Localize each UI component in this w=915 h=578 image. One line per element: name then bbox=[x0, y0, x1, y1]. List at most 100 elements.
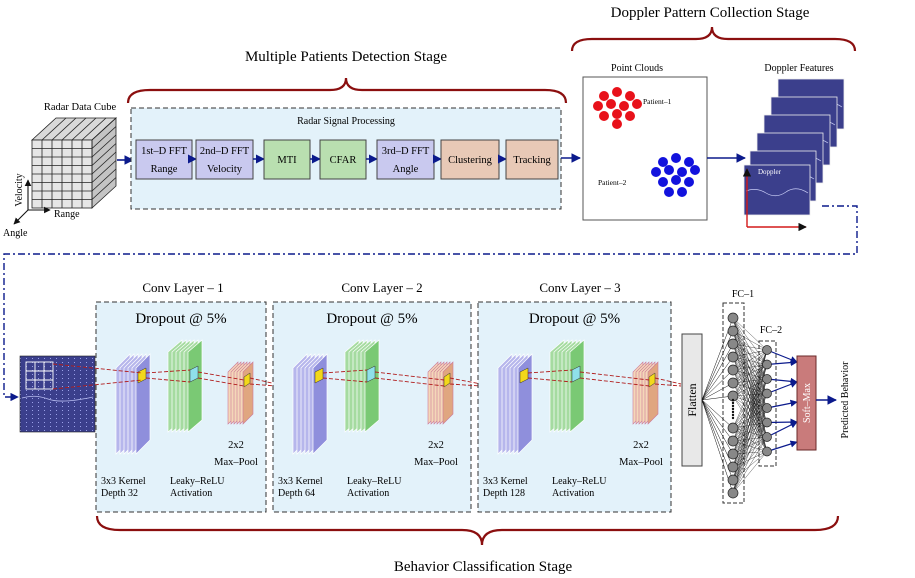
doppler-feature-map bbox=[743, 164, 811, 216]
patient-2-point bbox=[671, 153, 681, 163]
fc2-neuron bbox=[762, 359, 772, 370]
rsp-block-line2: Range bbox=[151, 164, 178, 175]
fc1-neuron bbox=[727, 448, 739, 460]
fc1-neuron bbox=[727, 312, 739, 324]
fc1-neuron bbox=[727, 338, 739, 350]
detection-stage-brace bbox=[126, 77, 568, 104]
patient-2-point bbox=[684, 157, 694, 167]
fc1-neuron bbox=[727, 422, 739, 434]
patient-1-point bbox=[599, 111, 609, 121]
kernel-label: 3x3 Kernel bbox=[101, 476, 146, 487]
pool-label-1: 2x2 bbox=[428, 440, 444, 451]
fully-connected-network bbox=[701, 312, 798, 499]
activation-label-1: Leaky–ReLU bbox=[170, 476, 225, 487]
cube-velocity-label: Velocity bbox=[14, 173, 25, 206]
pool-label-2: Max–Pool bbox=[214, 457, 258, 468]
patient-2-point bbox=[664, 187, 674, 197]
rsp-block-label: MTI bbox=[277, 155, 297, 166]
conv-layer-title: Conv Layer – 2 bbox=[341, 280, 422, 295]
fc2-neuron bbox=[762, 446, 772, 457]
rsp-block-2: MTI bbox=[263, 139, 311, 180]
flatten-label: Flatten bbox=[685, 383, 699, 416]
patient-2-point bbox=[677, 167, 687, 177]
fc1-label: FC–1 bbox=[732, 289, 754, 300]
patient-2-point bbox=[671, 175, 681, 185]
doppler-axis-label: Doppler bbox=[758, 168, 782, 176]
cube-range-label: Range bbox=[54, 209, 80, 220]
fc1-neuron bbox=[727, 325, 739, 337]
doppler-features-title: Doppler Features bbox=[764, 63, 833, 74]
conv-layer-title: Conv Layer – 3 bbox=[539, 280, 620, 295]
patient-1-point bbox=[625, 111, 635, 121]
patient-1-point bbox=[612, 109, 622, 119]
rsp-block-label: CFAR bbox=[330, 155, 357, 166]
doppler-stage-title: Doppler Pattern Collection Stage bbox=[611, 5, 810, 21]
activation-label-2: Activation bbox=[170, 488, 212, 499]
fc1-neuron bbox=[727, 474, 739, 486]
predicted-behavior-label: Predicted Behavior bbox=[840, 361, 851, 439]
fc1-neuron bbox=[727, 461, 739, 473]
rsp-block-6: Tracking bbox=[505, 139, 559, 180]
cube-angle-label: Angle bbox=[3, 228, 28, 239]
patient-2-point bbox=[684, 177, 694, 187]
rsp-block-0: 1st–D FFT Range bbox=[135, 139, 193, 180]
depth-label: Depth 32 bbox=[101, 488, 138, 499]
input-kernel-grid bbox=[25, 361, 54, 390]
patient-1-point bbox=[593, 101, 603, 111]
activation-map bbox=[364, 339, 380, 433]
behavior-stage-title: Behavior Classification Stage bbox=[394, 559, 573, 575]
patient-2-point bbox=[690, 165, 700, 175]
activation-label-2: Activation bbox=[552, 488, 594, 499]
patient-1-point bbox=[612, 119, 622, 129]
behavior-stage-brace bbox=[95, 515, 840, 546]
pool-label-2: Max–Pool bbox=[619, 457, 663, 468]
rsp-title: Radar Signal Processing bbox=[297, 116, 395, 127]
fc1-neuron bbox=[727, 377, 739, 389]
radar-data-cube bbox=[30, 117, 118, 209]
conv-feature-map bbox=[135, 353, 151, 455]
patient-2-point bbox=[658, 177, 668, 187]
patient-2-point bbox=[664, 165, 674, 175]
activation-map bbox=[187, 339, 203, 433]
patient-1-point bbox=[599, 91, 609, 101]
rsp-block-label: Tracking bbox=[513, 155, 551, 166]
activation-label-1: Leaky–ReLU bbox=[552, 476, 607, 487]
conv-layer-title: Conv Layer – 1 bbox=[142, 280, 223, 295]
conv-feature-map bbox=[312, 353, 328, 455]
dropout-label: Dropout @ 5% bbox=[326, 311, 417, 327]
rsp-block-line1: 2nd–D FFT bbox=[200, 146, 250, 157]
fc2-neuron bbox=[762, 417, 772, 428]
dropout-label: Dropout @ 5% bbox=[529, 311, 620, 327]
dropout-label: Dropout @ 5% bbox=[135, 311, 226, 327]
fc2-label: FC–2 bbox=[760, 325, 782, 336]
pool-map bbox=[647, 361, 659, 425]
conv-layer-1: Conv Layer – 1 Dropout @ 5% 3x3 KernelDept… bbox=[95, 280, 277, 513]
doppler-feature-stack bbox=[742, 78, 845, 232]
fc1-neuron bbox=[727, 435, 739, 447]
fc2-neuron bbox=[762, 388, 772, 399]
patient-1-point bbox=[625, 91, 635, 101]
conv-feature-map bbox=[517, 353, 533, 455]
rsp-block-line1: 1st–D FFT bbox=[141, 146, 187, 157]
patient-1-point bbox=[606, 99, 616, 109]
point-clouds-title: Point Clouds bbox=[611, 63, 663, 74]
patient-1-point bbox=[619, 101, 629, 111]
activation-map bbox=[569, 339, 585, 433]
kernel-label: 3x3 Kernel bbox=[483, 476, 528, 487]
pool-map bbox=[242, 361, 254, 425]
input-spectrogram bbox=[19, 355, 96, 433]
fc1-neuron bbox=[727, 487, 739, 499]
fc2-neuron bbox=[762, 403, 772, 413]
doppler-stage-brace bbox=[570, 26, 857, 52]
fc2-neuron bbox=[762, 374, 772, 384]
rsp-block-label: Clustering bbox=[448, 155, 492, 166]
pool-label-2: Max–Pool bbox=[414, 457, 458, 468]
softmax-label: Soft–Max bbox=[802, 383, 813, 423]
detection-stage-title: Multiple Patients Detection Stage bbox=[245, 49, 447, 65]
softmax-block bbox=[796, 355, 817, 451]
patient-2-label: Patient–2 bbox=[598, 178, 627, 187]
pool-label-1: 2x2 bbox=[633, 440, 649, 451]
